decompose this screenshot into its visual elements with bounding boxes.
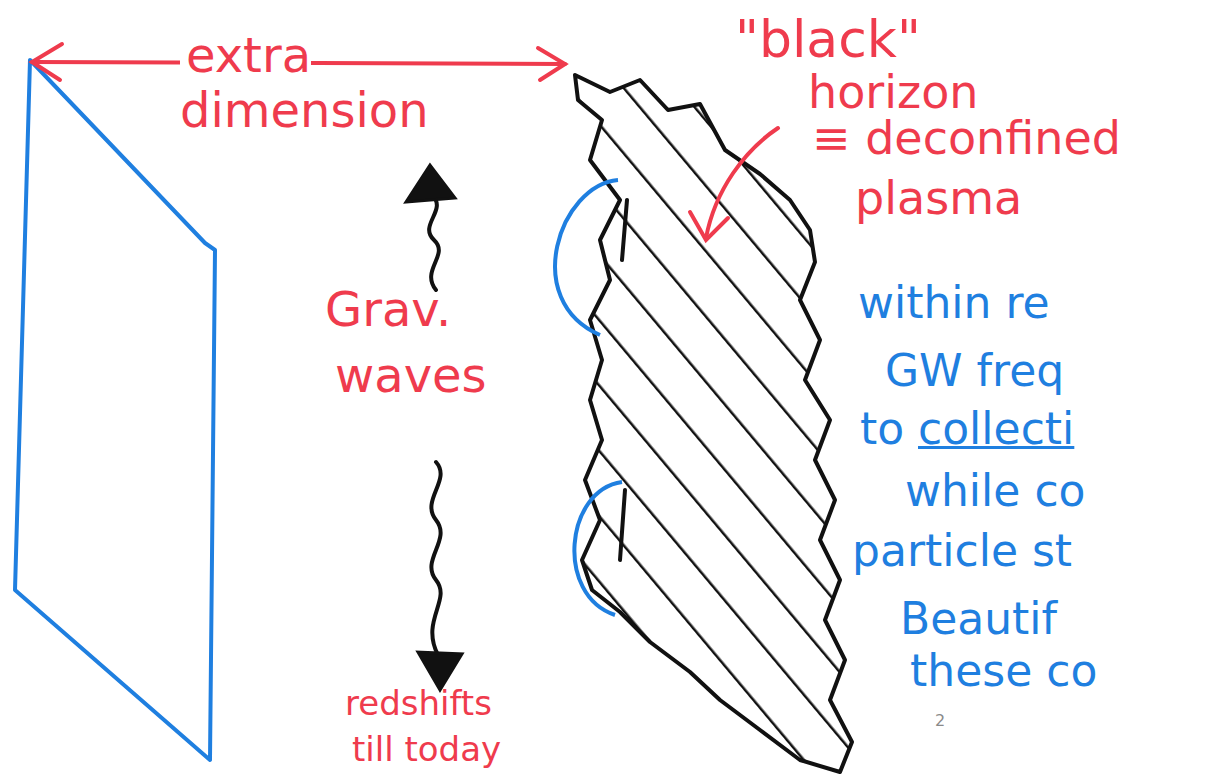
annotation: waves [335, 348, 487, 403]
label-text: particle st [852, 525, 1072, 576]
annotation: plasma [855, 172, 1022, 225]
note-text: while co [905, 466, 1086, 517]
label-text: Grav. [325, 281, 451, 337]
annotation: ≡ deconfined [812, 112, 1121, 165]
label-text: ≡ deconfined [812, 111, 1121, 165]
note-text: particle st [852, 526, 1072, 577]
note-text: within re [858, 278, 1050, 329]
annotation: till today [352, 730, 501, 769]
annotation: "black" [735, 10, 921, 70]
label-text: plasma [855, 171, 1022, 225]
page-number: 2 [935, 712, 945, 730]
note-text: Beautif [900, 594, 1057, 645]
label-text: "black" [735, 9, 921, 69]
label-text: to [860, 403, 904, 454]
label-text: while co [905, 465, 1086, 516]
axis-label: extra dimension [180, 28, 520, 138]
label-text: GW freq [885, 345, 1064, 396]
horizon-pointer [690, 128, 778, 240]
arrow-head [406, 165, 455, 202]
label-text: till today [352, 729, 501, 769]
bubble-arc [555, 180, 618, 335]
note-text: these co [910, 646, 1097, 697]
annotation: horizon [808, 66, 978, 119]
note-text: to [860, 404, 904, 455]
note-text: GW freq [885, 346, 1064, 397]
label-text: redshifts [345, 683, 492, 723]
surface-marks [620, 200, 627, 560]
brane-outline [15, 60, 215, 760]
label-text: horizon [808, 65, 978, 119]
label-text: within re [858, 277, 1050, 328]
label-text: these co [910, 645, 1097, 696]
label-text: waves [335, 347, 487, 403]
annotation: redshifts [345, 684, 492, 723]
label-text: collecti [918, 403, 1074, 454]
label-text: extra dimension [180, 27, 435, 138]
label-text: Beautif [900, 593, 1057, 644]
annotation: Grav. [325, 282, 451, 337]
bubble-arc [574, 482, 622, 615]
wave-arrow [429, 195, 440, 655]
label-text: 2 [935, 711, 945, 730]
note-text: collecti [918, 404, 1074, 455]
